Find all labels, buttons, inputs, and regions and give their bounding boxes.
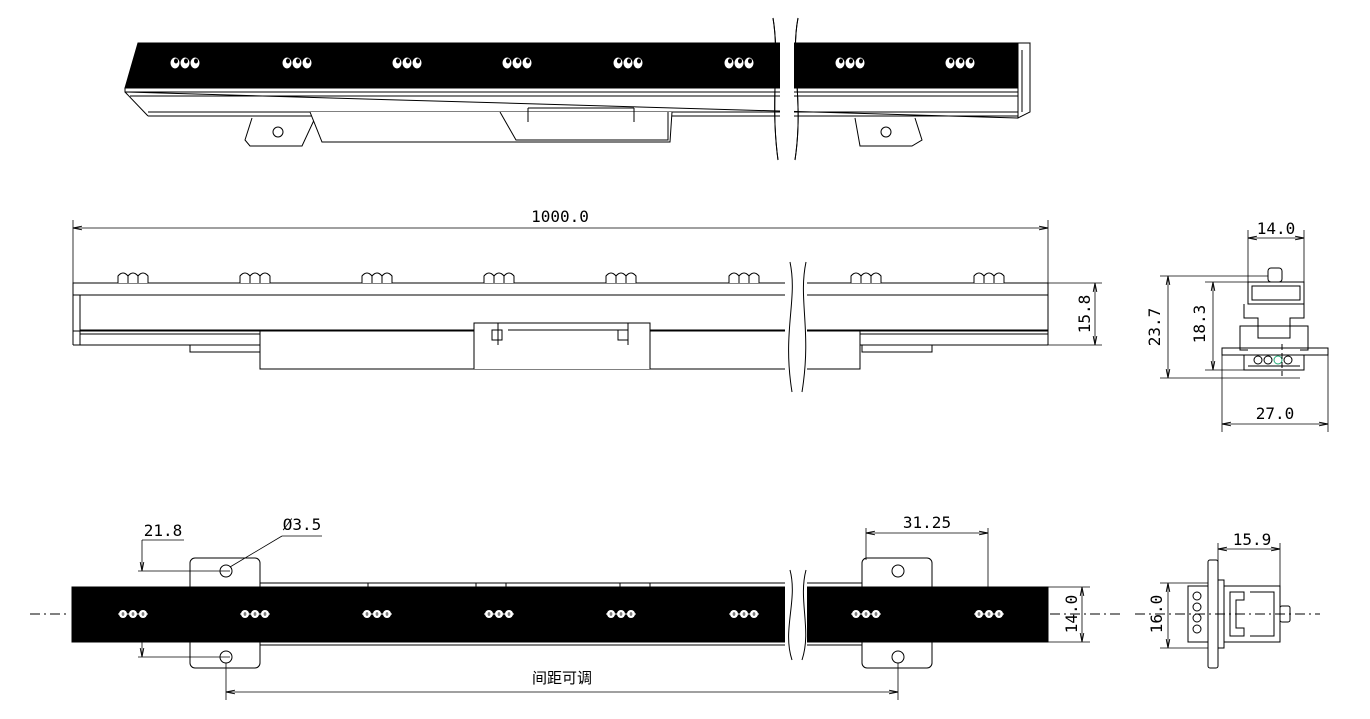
dimension-side-height: 16.0 xyxy=(1147,595,1166,634)
side-view-dimensions xyxy=(1160,543,1281,649)
perspective-led-groups xyxy=(169,56,976,70)
driver-box-3d xyxy=(309,111,673,143)
dimension-hole-diameter: Ø3.5 xyxy=(283,515,322,534)
foot-right xyxy=(861,344,933,353)
spacing-adjustable-note: 间距可调 xyxy=(532,669,592,687)
dimension-end-body-height: 18.3 xyxy=(1190,305,1209,344)
perspective-led-group xyxy=(834,56,866,70)
plan-led-group xyxy=(974,610,1004,618)
front-led-group xyxy=(605,272,637,283)
dimension-end-total-height: 23.7 xyxy=(1145,308,1164,347)
perspective-led-group xyxy=(501,56,533,70)
plan-led-groups xyxy=(118,610,1004,618)
front-led-group xyxy=(973,272,1005,283)
plan-view xyxy=(30,557,1120,669)
dimension-bracket-offset: 21.8 xyxy=(144,521,183,540)
side-view xyxy=(1135,559,1320,669)
mount-bracket-left xyxy=(244,117,316,147)
front-dimensions xyxy=(72,220,1102,346)
foot-left xyxy=(189,344,261,353)
plan-dimensions xyxy=(138,528,1090,700)
front-led-group xyxy=(483,272,515,283)
front-led-group xyxy=(361,272,393,283)
end-view-dimensions xyxy=(1160,230,1329,432)
plan-led-group xyxy=(118,610,148,618)
front-led-group xyxy=(239,272,271,283)
perspective-led-group xyxy=(612,56,644,70)
led-face-top xyxy=(124,42,1031,89)
plan-led-group xyxy=(729,610,759,618)
dimension-side-width: 15.9 xyxy=(1233,530,1272,549)
dimension-profile-height: 15.8 xyxy=(1075,295,1094,334)
dimension-end-bracket-width: 27.0 xyxy=(1256,404,1295,423)
front-led-group xyxy=(850,272,882,283)
perspective-led-group xyxy=(169,56,201,70)
front-led-group xyxy=(117,272,149,283)
dimension-length: 1000.0 xyxy=(531,207,589,226)
dimension-end-top-width: 14.0 xyxy=(1257,219,1296,238)
perspective-led-group xyxy=(944,56,976,70)
front-led-groups xyxy=(117,272,1005,283)
end-view xyxy=(1221,267,1329,376)
perspective-led-group xyxy=(723,56,755,70)
plan-led-group xyxy=(362,610,392,618)
plan-led-group xyxy=(851,610,881,618)
perspective-led-group xyxy=(391,56,423,70)
plan-led-group xyxy=(606,610,636,618)
plan-led-group xyxy=(240,610,270,618)
plan-led-bar xyxy=(71,586,1049,643)
front-led-group xyxy=(728,272,760,283)
perspective-view xyxy=(124,17,1031,161)
perspective-led-group xyxy=(281,56,313,70)
plan-led-group xyxy=(484,610,514,618)
dimension-plan-width: 14.0 xyxy=(1062,595,1081,634)
dimension-bracket-width: 31.25 xyxy=(903,513,951,532)
front-view xyxy=(72,261,1049,393)
mount-bracket-right xyxy=(854,117,923,147)
